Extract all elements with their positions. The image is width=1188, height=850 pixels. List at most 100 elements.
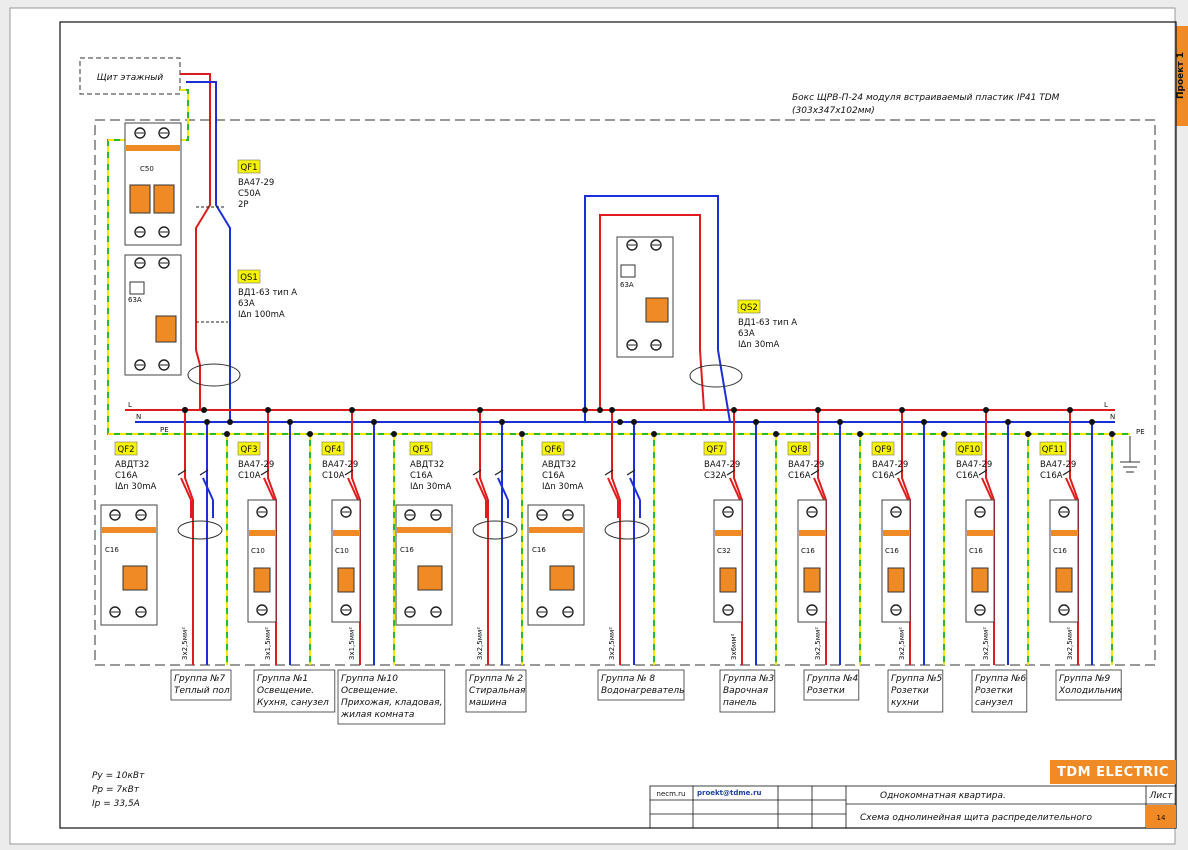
group-5-body (527, 504, 585, 626)
bus-label-pe: PE (160, 426, 169, 434)
email-link[interactable]: proekt@tdme.ru (697, 789, 762, 797)
group-2-lever (253, 567, 271, 593)
group-4-lever (417, 565, 443, 591)
junction-dot (1109, 431, 1115, 437)
group-5-contact-n (629, 477, 641, 501)
group-5-spec-1: С16А (542, 471, 565, 481)
qs1-spec-1: 63А (238, 299, 255, 309)
group-4-label-box (465, 669, 527, 713)
qs2-spec-1: 63А (738, 329, 755, 339)
group-9-spec-0: ВА47-29 (956, 460, 992, 470)
group-10-label-1: Холодильник (1058, 686, 1123, 696)
junction-dot (265, 407, 271, 413)
group-8-spec-0: ВА47-29 (872, 460, 908, 470)
junction-dot (499, 419, 505, 425)
group-3-tag: QF4 (325, 445, 342, 455)
group-8-lever (887, 567, 905, 593)
group-4-contact-l (475, 477, 487, 501)
junction-dot (597, 407, 603, 413)
group-1-contact-n (202, 477, 214, 501)
qf1-spec-2: 2P (238, 200, 249, 210)
group-3-label-3: жилая комната (340, 710, 414, 720)
junction-dot (519, 431, 525, 437)
site-link[interactable]: necm.ru (657, 790, 686, 798)
group-4-contact-n (497, 477, 509, 501)
group-8-contact-l (897, 477, 909, 501)
group-10-spec-1: С16А (1040, 471, 1063, 481)
group-2-spec-0: ВА47-29 (238, 460, 274, 470)
group-10-spec-0: ВА47-29 (1040, 460, 1076, 470)
qf1-face: C50 (140, 165, 154, 173)
group-7-label-box (803, 669, 860, 701)
qs2-l-loop (599, 214, 1100, 411)
group-1-tag-box (114, 441, 138, 456)
junction-dot (631, 419, 637, 425)
group-6-label-1: Варочная (723, 686, 769, 696)
group-4-label-0: Группа № 2 (469, 674, 523, 684)
group-7-spec-0: ВА47-29 (788, 460, 824, 470)
group-7-contact-l (813, 477, 825, 501)
qs2-spec-0: ВД1-63 тип А (738, 318, 797, 328)
group-4-contact-l-tick (472, 469, 482, 476)
group-8-label-0: Группа №5 (891, 674, 943, 684)
group-8-body (881, 499, 911, 623)
feeder-n (186, 81, 231, 422)
group-10-contact-l (1065, 477, 1077, 501)
group-10-stripe (1051, 530, 1077, 536)
group-9-cable: 3х2,5мм² (982, 627, 990, 660)
bus-label-n: N (136, 413, 141, 421)
junction-dot (753, 419, 759, 425)
junction-dot (983, 407, 989, 413)
group-9-label-1: Розетки (975, 686, 1013, 696)
group-8-label-1: Розетки (891, 686, 929, 696)
group-5-contact-l-tick (604, 469, 614, 476)
group-7-tag: QF8 (791, 445, 808, 455)
junction-dot (227, 419, 233, 425)
group-8-cable: 3х2,5мм² (898, 627, 906, 660)
sheet-label: Лист (1149, 791, 1174, 801)
junction-dot (582, 407, 588, 413)
group-4-stripe (397, 527, 451, 533)
group-8-stripe (883, 530, 909, 536)
bus-label-l: L (128, 401, 132, 409)
tdm-logo: TDM ELECTRIC (1050, 760, 1176, 784)
group-5-lever (549, 565, 575, 591)
tdm-logo-text: TDM (1057, 764, 1092, 780)
group-3-tag-box (321, 441, 345, 456)
group-2-contact-l-tick (260, 469, 270, 476)
group-2-tag-box (237, 441, 261, 456)
junction-dot (307, 431, 313, 437)
bus-label-n-end: N (1110, 413, 1115, 421)
group-10-face: C16 (1053, 547, 1067, 555)
power-rated: Pр = 7кВт (92, 785, 140, 795)
group-5-l-wire (611, 410, 621, 665)
project-title: Однокомнатная квартира. (880, 791, 1006, 801)
group-1-lever (122, 565, 148, 591)
group-10-tag-box (1039, 441, 1067, 456)
qs2-n-loop (584, 195, 1110, 423)
group-2-body (247, 499, 277, 623)
group-3-contact-l (347, 477, 359, 501)
junction-dot (609, 407, 615, 413)
group-8-contact-l-tick (894, 469, 904, 476)
group-9-stripe (967, 530, 993, 536)
group-9-contact-l-tick (978, 469, 988, 476)
group-8-label-box (887, 669, 944, 713)
group-7-body (797, 499, 827, 623)
qf1-tag: QF1 (241, 163, 258, 173)
group-6-spec-0: ВА47-29 (704, 460, 740, 470)
group-4-contact-n-tick (494, 469, 504, 476)
group-7-label-0: Группа №4 (807, 674, 859, 684)
drawing-title: Схема однолинейная щита распределительно… (860, 813, 1093, 823)
ground-symbol (1120, 436, 1140, 473)
group-4-cable: 3х2,5мм² (476, 627, 484, 660)
group-6-body (713, 499, 743, 623)
floor-panel-label: Щит этажный (97, 73, 164, 83)
junction-dot (651, 431, 657, 437)
qf1-body (124, 122, 182, 246)
junction-dot (837, 419, 843, 425)
group-7-tag-box (787, 441, 811, 456)
group-5-contact-n-tick (626, 469, 636, 476)
group-10-label-box (1055, 669, 1122, 701)
